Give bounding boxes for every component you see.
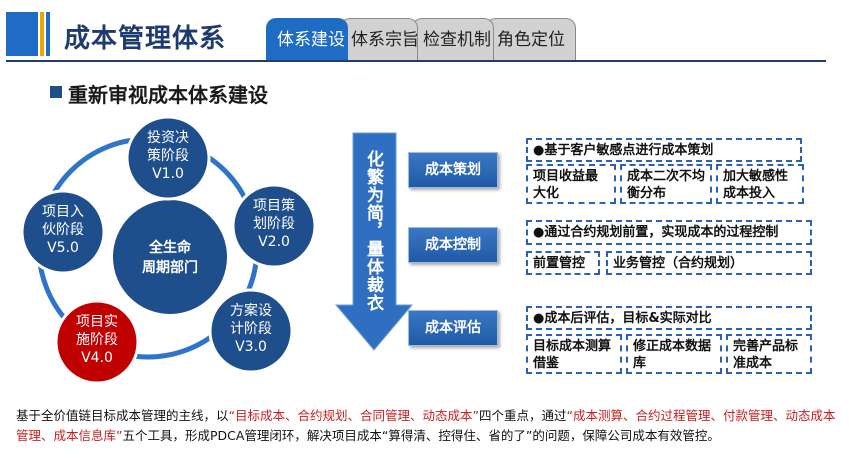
- stage-circle-implementation: [54, 299, 140, 385]
- step-cost-evaluation: 成本评估: [408, 310, 498, 346]
- header-divider: [6, 60, 826, 62]
- stage-circle-partnership: [20, 189, 106, 275]
- stage-name-line: 策阶段: [147, 148, 189, 164]
- stage-name-line: 划阶段: [253, 216, 295, 232]
- stage-version: V5.0: [47, 240, 79, 256]
- evaluation-item: 完善产品标准成本: [726, 334, 812, 374]
- summary-text: 基于全价值链目标成本管理的主线，以: [16, 408, 229, 423]
- evaluation-item: 目标成本测算借鉴: [526, 334, 622, 374]
- section-title: 重新审视成本体系建设: [68, 83, 268, 107]
- logo-block: [6, 12, 38, 56]
- stage-name-line: 施阶段: [76, 332, 118, 348]
- stage-label-partnership: 项目入 伙阶段 V5.0: [23, 203, 103, 257]
- planning-item: 加大敏感性成本投入: [716, 164, 804, 204]
- stage-circle-investment: [125, 115, 211, 201]
- step-cost-planning: 成本策划: [408, 152, 498, 188]
- section-bullet-icon: [50, 86, 62, 98]
- step-cost-control: 成本控制: [408, 227, 498, 263]
- logo-stripe: [46, 12, 50, 56]
- stage-name-line: 伙阶段: [42, 222, 84, 238]
- planning-item: 项目收益最大化: [526, 164, 616, 204]
- stage-label-investment: 投资决 策阶段 V1.0: [128, 129, 208, 183]
- center-label-line: 全生命: [149, 240, 191, 256]
- summary-text: 五个工具，形成PDCA管理闭环，解决项目成本“算得清、控得住、省的了”的问题，保…: [122, 428, 720, 443]
- control-item: 前置管控: [526, 251, 600, 275]
- summary-highlight: “成本测算、合约过程管理、付款管理、动态成本管理、成本信息库”: [16, 408, 836, 443]
- summary-text: 四个重点，通过: [478, 408, 567, 423]
- stage-name-line: 项目策: [253, 198, 295, 214]
- control-item: 业务管控（合约规划）: [606, 251, 812, 275]
- stage-version: V4.0: [81, 350, 113, 366]
- tab-inspection-mechanism[interactable]: 检查机制: [412, 18, 494, 60]
- stage-name-line: 项目入: [42, 204, 84, 220]
- tab-system-building[interactable]: 体系建设: [266, 18, 348, 60]
- stage-circle-design: [208, 288, 294, 374]
- tab-system-purpose[interactable]: 体系宗旨: [340, 18, 418, 60]
- stage-label-planning: 项目策 划阶段 V2.0: [234, 197, 314, 251]
- stage-version: V3.0: [235, 339, 267, 355]
- stage-name-line: 计阶段: [230, 321, 272, 337]
- control-headline: ●通过合约规划前置，实现成本的过程控制: [526, 220, 812, 245]
- center-circle: [113, 200, 227, 314]
- planning-headline: ●基于客户敏感点进行成本策划: [526, 138, 802, 162]
- center-label-line: 周期部门: [142, 260, 198, 276]
- stage-name-line: 投资决: [147, 130, 189, 146]
- summary-paragraph: 基于全价值链目标成本管理的主线，以“目标成本、合约规划、合同管理、动态成本”四个…: [16, 406, 838, 446]
- stage-version: V1.0: [152, 166, 184, 182]
- evaluation-item: 修正成本数据库: [626, 334, 722, 374]
- planning-item: 成本二次不均衡分布: [620, 164, 712, 204]
- stage-name-line: 方案设: [230, 303, 272, 319]
- summary-highlight: “目标成本、合约规划、合同管理、动态成本”: [228, 408, 479, 423]
- stage-circle-planning: [231, 183, 317, 269]
- tab-role-positioning[interactable]: 角色定位: [486, 18, 576, 60]
- stage-name-line: 项目实: [76, 314, 118, 330]
- page-title: 成本管理体系: [64, 24, 227, 54]
- stage-label-design: 方案设 计阶段 V3.0: [211, 302, 291, 356]
- evaluation-headline: ●成本后评估，目标&实际对比: [526, 306, 812, 330]
- arrow-caption: 化繁为简，量体裁衣: [363, 150, 383, 312]
- logo-stripe: [40, 12, 44, 56]
- down-arrow-shape: [334, 132, 414, 351]
- stage-label-implementation: 项目实 施阶段 V4.0: [57, 313, 137, 367]
- stage-version: V2.0: [258, 234, 290, 250]
- center-label: 全生命 周期部门: [126, 238, 214, 278]
